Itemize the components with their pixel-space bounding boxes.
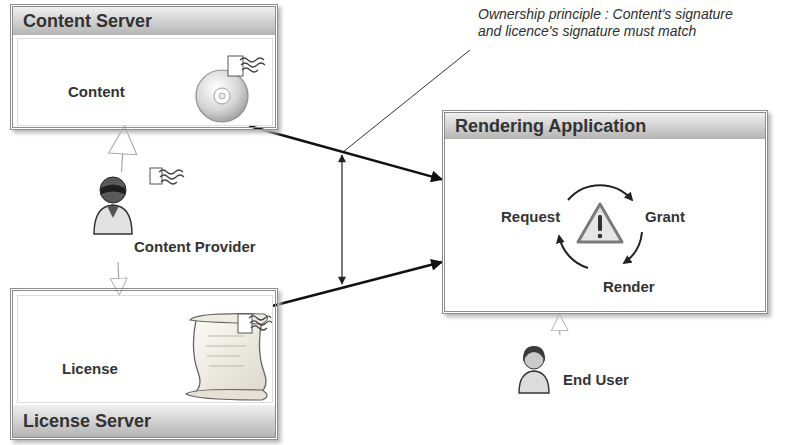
actor: Content Provider	[90, 172, 265, 262]
cycle-step: Render	[603, 278, 655, 295]
actor: End User	[508, 335, 648, 397]
connector-arrow	[249, 126, 442, 179]
content-provider-figure	[94, 177, 132, 234]
ownership-bracket	[342, 50, 470, 284]
server-box: License Server License	[10, 288, 278, 440]
content-label: Content	[68, 83, 125, 100]
signature-icon	[238, 314, 272, 333]
cycle-step: Request	[501, 208, 560, 225]
connector-arrow	[273, 262, 442, 306]
cycle-step: Grant	[645, 208, 685, 225]
cd-icon	[196, 70, 248, 122]
application-title: Rendering Application	[455, 116, 646, 137]
connector-arrow	[559, 314, 561, 335]
title-bar: License Server	[13, 405, 275, 437]
signature-icon	[150, 168, 184, 184]
connector-arrow	[122, 126, 125, 172]
server-title: License Server	[23, 411, 151, 432]
end-user-figure	[519, 346, 549, 393]
content-panel: Content	[17, 38, 273, 126]
signature-icon	[228, 56, 265, 76]
annotation-note: Ownership principle : Content's signatur…	[478, 6, 740, 40]
server-box: Content ServerContent	[10, 4, 278, 130]
license-label: License	[62, 360, 118, 377]
server-title: Content Server	[23, 11, 152, 32]
cycle-arrows	[559, 185, 642, 268]
title-bar: Content Server	[13, 7, 275, 35]
actor-label: End User	[563, 371, 629, 388]
actor-label: Content Provider	[134, 238, 256, 255]
application-box: Rendering ApplicationRequest GrantRender	[442, 110, 768, 314]
title-bar: Rendering Application	[445, 113, 765, 139]
warning-symbol	[578, 204, 622, 242]
license-panel: License	[17, 295, 273, 403]
